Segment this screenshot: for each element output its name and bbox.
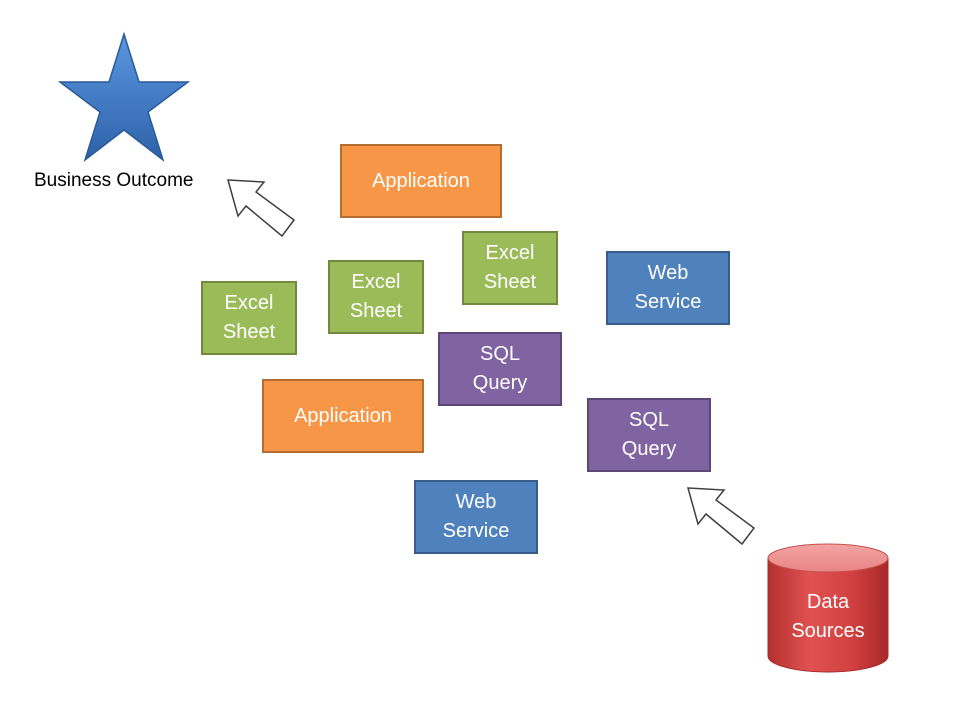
application-box-top: Application (340, 144, 502, 218)
excel-sheet-box-middle: Excel Sheet (328, 260, 424, 334)
web-service-box-lower: Web Service (414, 480, 538, 554)
application-box-bottom: Application (262, 379, 424, 453)
arrow-up-left-icon (686, 487, 756, 546)
database-cylinder-icon (767, 543, 889, 673)
excel-sheet-box-upper: Excel Sheet (462, 231, 558, 305)
data-sources-label: Data Sources (791, 591, 865, 642)
web-service-box-upper: Web Service (606, 251, 730, 325)
sql-query-box-center: SQL Query (438, 332, 562, 406)
excel-sheet-box-left: Excel Sheet (201, 281, 297, 355)
star-icon (57, 31, 191, 163)
arrow-up-left-icon (226, 179, 296, 238)
sql-query-box-right: SQL Query (587, 398, 711, 472)
business-outcome-label: Business Outcome (34, 170, 194, 191)
